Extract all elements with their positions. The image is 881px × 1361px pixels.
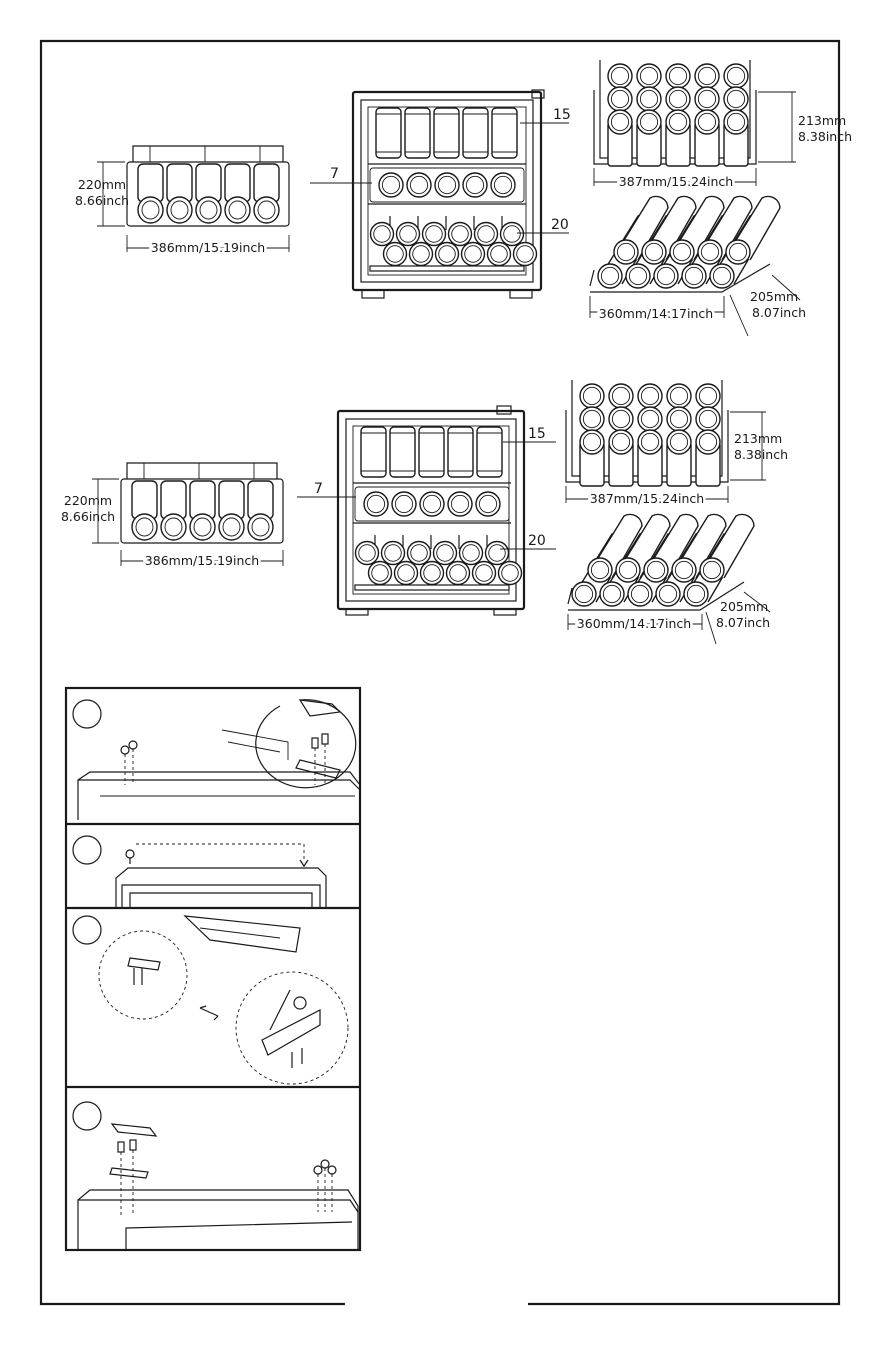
bottom-right-rack-b: 360mm/14.17inch 205mm 8.07inch <box>568 514 770 644</box>
can-drawing <box>390 427 415 477</box>
step-2 <box>73 836 326 908</box>
br-rack-depth-in: 8.07inch <box>752 305 806 320</box>
can-drawing <box>370 266 524 271</box>
left-rack-b: 220mm 8.66inch 386mm/15.19inch <box>61 463 283 568</box>
can-drawing <box>463 108 488 158</box>
br-rack-width: 360mm/14.17inch <box>577 616 691 631</box>
callout-7: 7 <box>330 166 339 182</box>
step-1 <box>73 700 360 820</box>
tr-rack-width: 387mm/15.24inch <box>619 174 733 189</box>
step-3 <box>73 916 348 1084</box>
fridge-a <box>353 90 544 298</box>
tr-rack-height: 213mm <box>734 431 782 446</box>
can-drawing <box>376 108 401 158</box>
callout-20: 20 <box>528 533 546 549</box>
can-drawing <box>448 427 473 477</box>
left-rack-width: 386mm/15.19inch <box>151 240 265 255</box>
top-right-rack-b: 213mm 8.38inch 387mm/15.24inch <box>566 380 788 506</box>
callout-20: 20 <box>551 217 569 233</box>
left-rack-height: 220mm <box>78 177 126 192</box>
br-rack-depth-in: 8.07inch <box>716 615 770 630</box>
left-rack-height-in: 8.66inch <box>61 509 115 524</box>
can-drawing <box>434 108 459 158</box>
can-drawing <box>361 427 386 477</box>
move-plug-icon <box>116 844 326 908</box>
tr-rack-width: 387mm/15.24inch <box>590 491 704 506</box>
br-rack-width: 360mm/14.17inch <box>599 306 713 321</box>
tr-rack-height-in: 8.38inch <box>734 447 788 462</box>
step-number-circle <box>73 700 101 728</box>
tr-rack-height-in: 8.38inch <box>798 129 852 144</box>
config-a: 220mm 8.66inch 386mm/15.19inch 7 15 20 <box>75 60 852 336</box>
left-rack-width: 386mm/15.19inch <box>145 553 259 568</box>
step-number-circle <box>73 1102 101 1130</box>
left-rack-height-in: 8.66inch <box>75 193 129 208</box>
tr-rack-height: 213mm <box>798 113 846 128</box>
door-reversal-steps <box>66 688 360 1250</box>
step-number-circle <box>73 836 101 864</box>
left-rack-a: 220mm 8.66inch 386mm/15.19inch <box>75 146 289 255</box>
callout-7: 7 <box>314 481 323 497</box>
can-drawing <box>419 427 444 477</box>
br-rack-depth: 205mm <box>750 289 798 304</box>
swap-hinge-pin-icon <box>99 916 348 1084</box>
install-hinge-icon <box>78 1124 358 1250</box>
can-drawing <box>492 108 517 158</box>
can-drawing <box>477 427 502 477</box>
can-drawing <box>355 585 509 590</box>
step-number-circle <box>73 916 101 944</box>
can-drawing <box>405 108 430 158</box>
callout-15: 15 <box>553 107 571 123</box>
bottom-right-rack-a: 360mm/14.17inch 205mm 8.07inch <box>590 196 806 336</box>
top-right-rack-a: 213mm 8.38inch 387mm/15.24inch <box>594 60 852 189</box>
step-4 <box>73 1102 358 1250</box>
left-rack-height: 220mm <box>64 493 112 508</box>
remove-hinge-icon <box>78 700 360 820</box>
config-b: 220mm 8.66inch 386mm/15.19inch 7 15 20 <box>61 380 788 644</box>
fridge-b <box>338 406 524 615</box>
callout-15: 15 <box>528 426 546 442</box>
br-rack-depth: 205mm <box>720 599 768 614</box>
